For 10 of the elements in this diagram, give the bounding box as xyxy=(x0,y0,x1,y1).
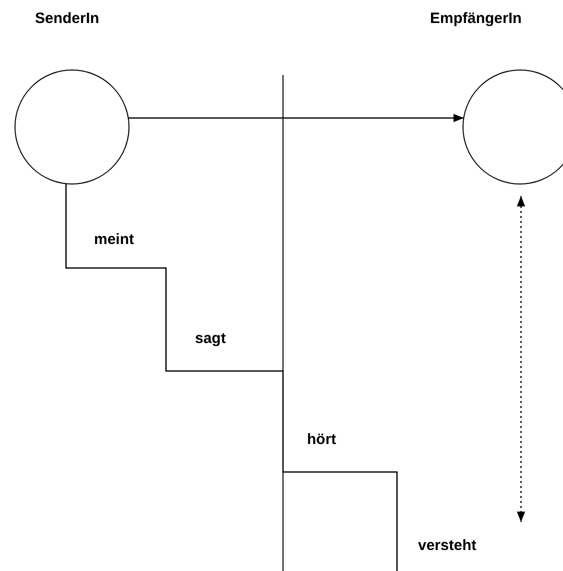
step-label: meint xyxy=(94,231,134,248)
step-label: hört xyxy=(307,431,336,448)
double-arrow xyxy=(516,196,526,522)
role-heading: EmpfängerIn xyxy=(430,10,522,27)
arrow xyxy=(128,114,464,122)
step-line xyxy=(65,184,398,571)
step-label: versteht xyxy=(418,537,476,554)
role-heading: SenderIn xyxy=(35,10,100,27)
step-label: sagt xyxy=(195,330,226,347)
person-circle xyxy=(14,70,130,184)
